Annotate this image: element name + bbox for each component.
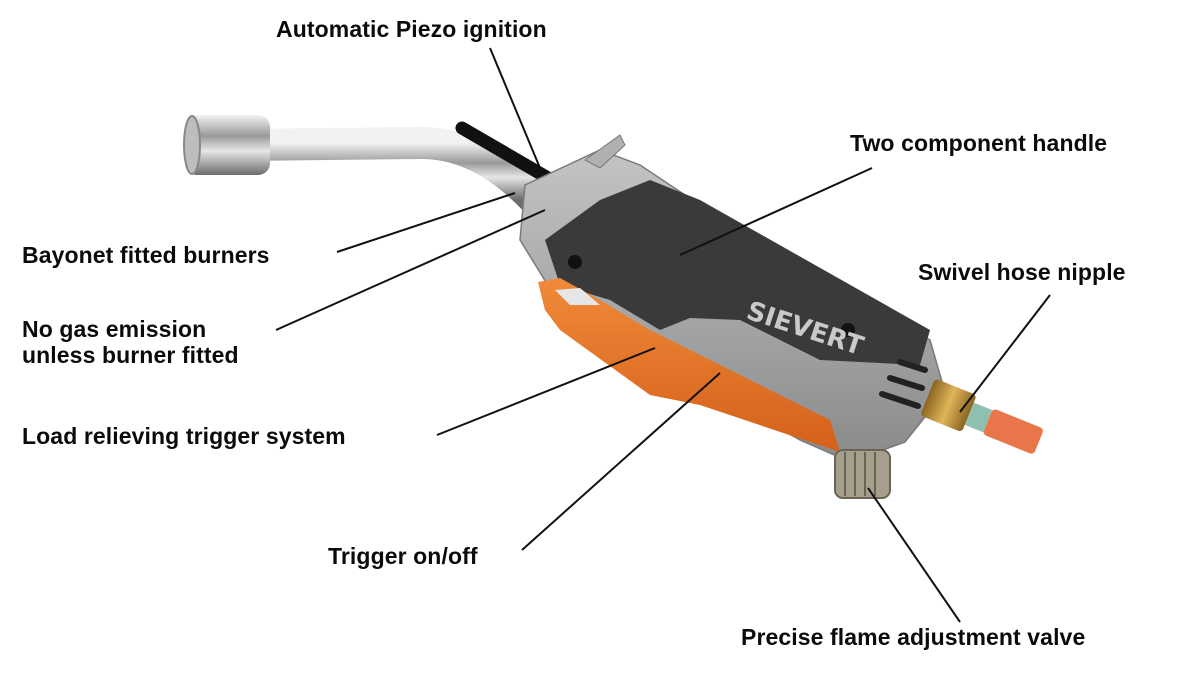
label-no-gas-line2: unless burner fitted <box>22 342 239 368</box>
leader-handle <box>679 167 873 256</box>
burner-tube <box>224 127 551 216</box>
swivel-hose-nipple <box>921 379 1043 454</box>
leader-valve <box>867 487 961 623</box>
leader-lines <box>275 47 1051 623</box>
burner-head <box>185 115 270 175</box>
leader-no-gas <box>275 209 546 331</box>
label-no-gas-line1: No gas emission <box>22 316 207 342</box>
handle-grip <box>545 180 930 365</box>
label-piezo-ignition: Automatic Piezo ignition <box>276 16 547 42</box>
leader-trigger <box>521 372 721 551</box>
vent-slots <box>879 359 928 409</box>
grip-screw <box>841 323 855 337</box>
leader-piezo <box>489 47 541 169</box>
trigger-gap <box>555 288 600 305</box>
leader-swivel <box>959 294 1051 413</box>
label-two-component-handle: Two component handle <box>850 130 1108 156</box>
burner-opening <box>183 115 201 175</box>
leader-bayonet <box>336 192 516 253</box>
flame-valve-knob <box>834 449 891 499</box>
grip-screw <box>568 255 582 269</box>
label-swivel-hose-nipple: Swivel hose nipple <box>918 259 1126 285</box>
leader-load <box>436 347 656 436</box>
label-load-relieving-trigger: Load relieving trigger system <box>22 423 346 449</box>
piezo-rod <box>455 121 555 185</box>
label-bayonet-burners: Bayonet fitted burners <box>22 242 270 268</box>
trigger <box>538 278 840 452</box>
piezo-clip <box>584 134 626 169</box>
label-flame-adjustment-valve: Precise flame adjustment valve <box>741 624 1086 650</box>
label-trigger-on-off: Trigger on/off <box>328 543 478 569</box>
